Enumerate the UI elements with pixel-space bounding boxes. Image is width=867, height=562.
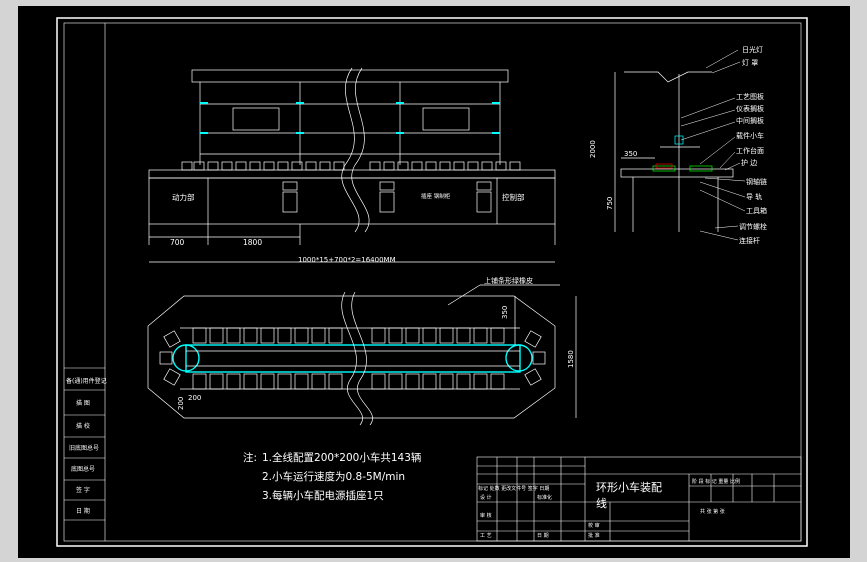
note-line-1: 1.全线配置200*200小车共143辆 — [262, 451, 421, 464]
notes-prefix: 注: — [243, 451, 257, 464]
callout-4: 中间搁板 — [736, 116, 764, 125]
callout-1: 灯 罩 — [742, 58, 758, 67]
strip-cell-4: 底图总号 — [71, 465, 95, 473]
tb-left-0: 标记 处数 更改文件号 签字 日期 — [478, 485, 549, 492]
tb-right-3: 批 准 — [588, 532, 600, 539]
outer-border — [56, 17, 808, 547]
drawing-title: 环形小车装配 — [596, 480, 662, 494]
callout-8: 钢轴链 — [746, 177, 767, 186]
tb-sheet-count: 共 张 第 张 — [700, 508, 725, 515]
dim-plan-200a: 200 — [177, 397, 185, 410]
front-label-power: 动力部 — [172, 192, 195, 202]
callout-9: 导 轨 — [746, 192, 762, 201]
dim-750: 750 — [606, 197, 614, 210]
plan-callout: 上铺条形绿橡皮 — [484, 276, 533, 285]
drawing-sheet — [18, 6, 850, 558]
callout-10: 工具箱 — [746, 206, 767, 215]
tb-left-1: 设 计 — [480, 494, 492, 501]
front-view — [148, 67, 556, 263]
note-line-2: 2.小车运行速度为0.8-5M/min — [262, 470, 405, 483]
tb-left-3: 工 艺 — [480, 533, 492, 539]
tb-left-2: 审 核 — [480, 512, 492, 519]
note-line-3: 3.每辆小车配电源插座1只 — [262, 489, 384, 502]
tb-right-2: 校 审 — [588, 522, 600, 529]
strip-cell-0: 备(通)用件登记 — [66, 377, 107, 385]
tb-mid-1: 标准化 — [537, 494, 552, 501]
strip-cell-2: 描 校 — [76, 422, 90, 430]
plan-view — [147, 284, 577, 426]
drawing-title-2: 线 — [596, 496, 607, 510]
callout-6: 工作台面 — [736, 146, 764, 155]
tb-stage-header: 阶 段 标 记 重量 比例 — [692, 478, 740, 485]
callout-5: 载件小车 — [736, 131, 764, 140]
dim-1800: 1800 — [243, 238, 262, 247]
dim-total: 1000*15+700*2=16400MM — [298, 256, 396, 264]
plan-carts-bottom — [192, 373, 505, 390]
dim-plan-1580: 1580 — [567, 350, 575, 368]
front-label-control: 控制部 — [502, 192, 525, 202]
callout-2: 工艺图板 — [736, 92, 764, 101]
dim-350: 350 — [624, 150, 637, 158]
callout-11: 调节螺栓 — [739, 222, 767, 231]
strip-cell-3: 旧底图总号 — [69, 444, 99, 452]
notes: 注: 1.全线配置200*200小车共143辆 2.小车运行速度为0.8-5M/… — [243, 451, 421, 502]
tb-mid-3: 日 期 — [537, 533, 549, 539]
strip-cell-1: 描 图 — [76, 399, 90, 407]
title-block — [476, 456, 802, 542]
dim-plan-350: 350 — [501, 306, 509, 319]
callout-12: 连接杆 — [739, 236, 760, 245]
dim-700: 700 — [170, 238, 185, 247]
callout-7: 护 边 — [741, 158, 757, 167]
front-label-box: 插座 钢制柜 — [421, 192, 451, 200]
strip-cell-5: 签 字 — [76, 486, 90, 494]
strip-cell-6: 日 期 — [76, 507, 90, 515]
left-strip: 备(通)用件登记 描 图 描 校 旧底图总号 底图总号 签 字 日 期 — [64, 367, 107, 521]
callout-3: 仪表搁板 — [736, 104, 764, 113]
callout-0: 日光灯 — [742, 45, 763, 54]
dim-plan-200b: 200 — [188, 394, 201, 402]
dim-2000: 2000 — [589, 140, 597, 158]
side-view — [614, 49, 746, 241]
